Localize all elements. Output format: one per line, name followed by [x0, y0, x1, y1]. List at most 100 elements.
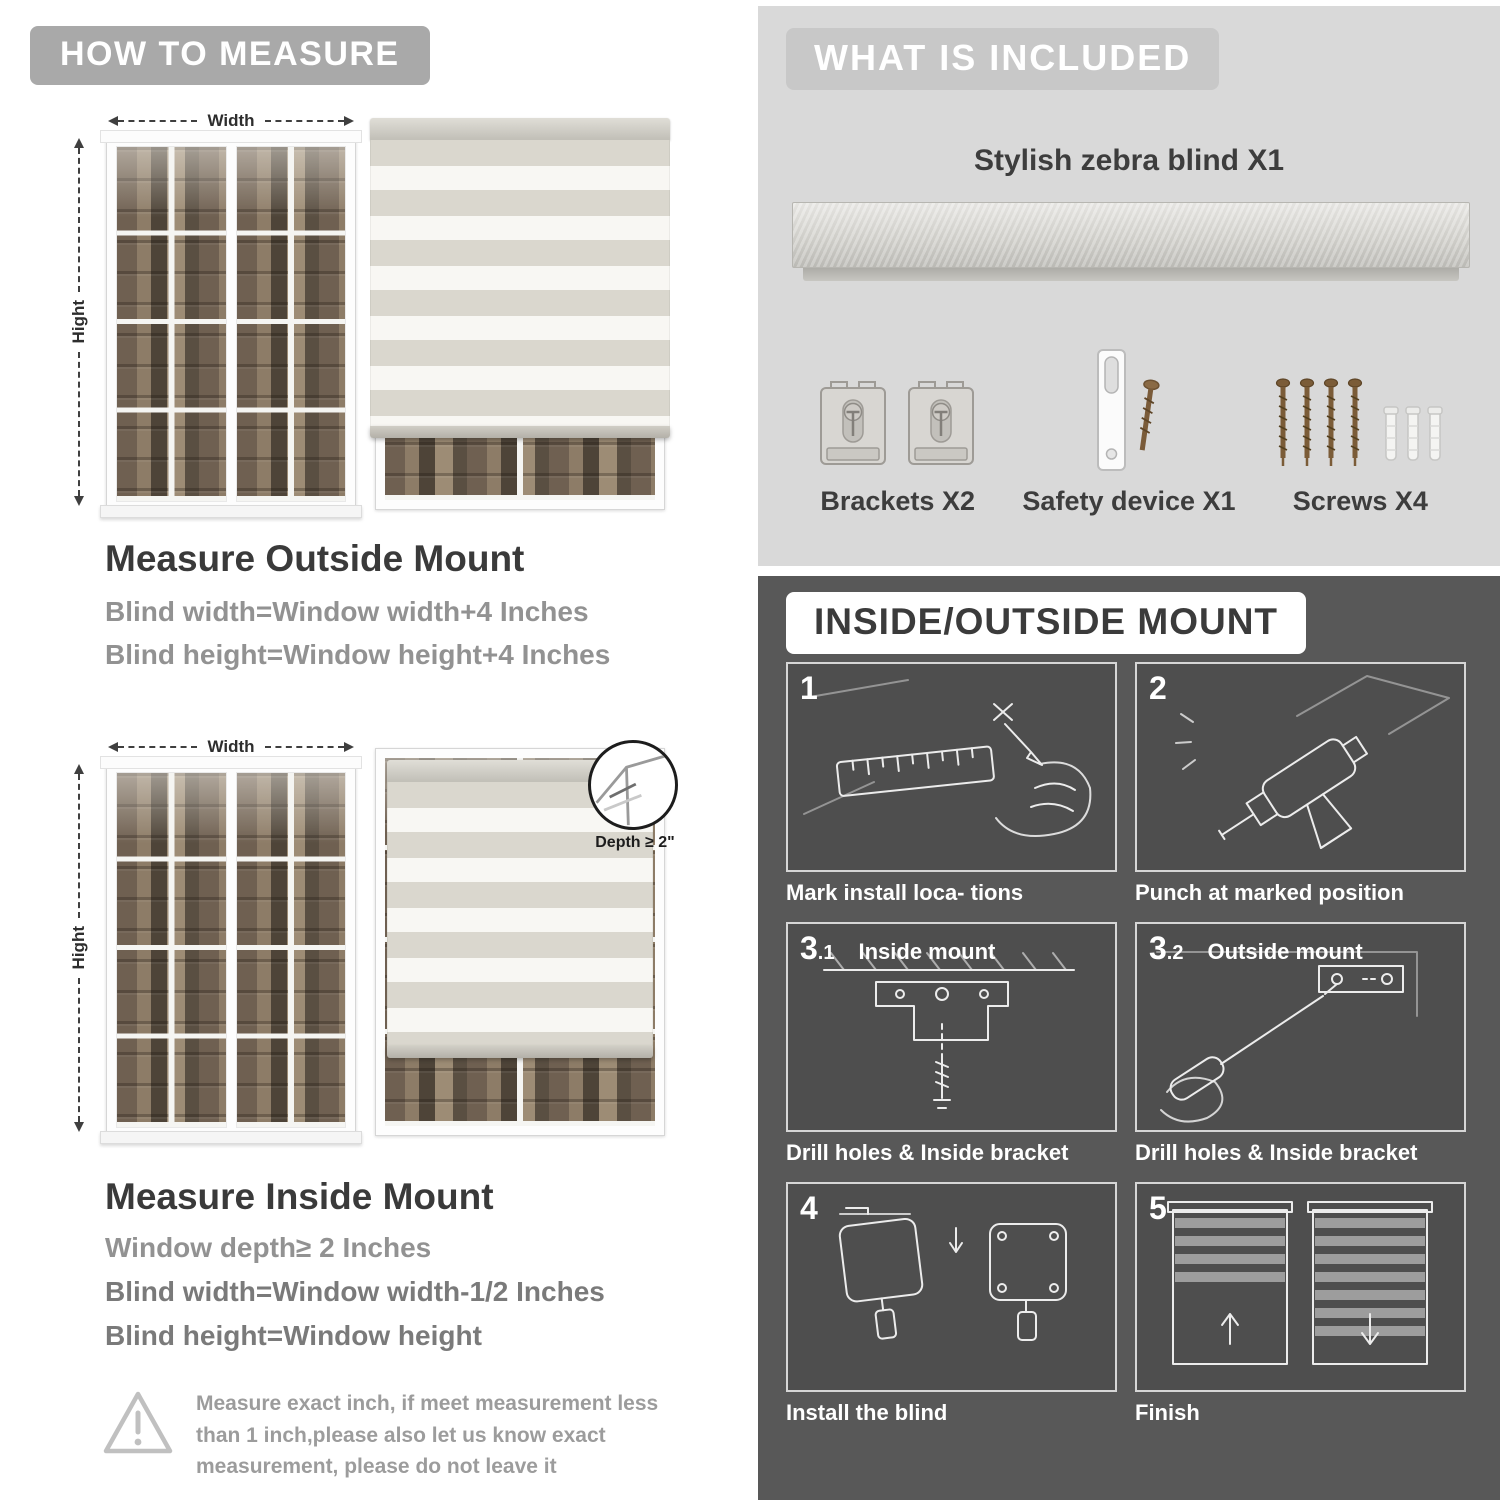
height-arrow: Hight: [69, 764, 88, 1132]
note-text: Measure exact inch, if meet measurement …: [196, 1392, 659, 1478]
arrow-right-icon: [344, 116, 354, 126]
dashed-line: [78, 148, 80, 293]
window-muntins: [117, 773, 226, 1127]
warning-icon: [103, 1391, 173, 1454]
inside-formula-width: Blind width=Window width-1/2 Inches: [105, 1276, 605, 1307]
dashed-line: [78, 977, 80, 1122]
step-3-1-caption: Drill holes & Inside bracket: [786, 1140, 1069, 1165]
inside-mount-title: Measure Inside Mount: [105, 1176, 494, 1217]
step-number: 4: [800, 1190, 818, 1226]
arrow-up-icon: [74, 138, 84, 148]
window-illustration: [100, 756, 362, 1144]
item-label: Screws X4: [1292, 486, 1428, 516]
item-label: Safety device X1: [1022, 486, 1236, 516]
arrow-up-icon: [74, 764, 84, 774]
arrow-down-icon: [74, 496, 84, 506]
safety-device-icon: [1096, 349, 1160, 471]
dashed-line: [118, 120, 198, 122]
arrow-left-icon: [108, 742, 118, 752]
what-is-included-banner: WHAT IS INCLUDED: [786, 28, 1220, 90]
included-item-safety-device: Safety device X1: [1013, 336, 1244, 517]
window-mullion: [226, 146, 236, 502]
step-2: 2: [1135, 662, 1466, 906]
width-arrow: Width: [108, 111, 354, 130]
window-illustration: [100, 130, 362, 518]
mount-instructions-panel: INSIDE/OUTSIDE MOUNT 1: [758, 576, 1500, 1500]
depth-callout-circle: [588, 740, 678, 830]
arrow-left-icon: [108, 116, 118, 126]
arrow-right-icon: [344, 742, 354, 752]
window-corner-zoom-icon: [595, 752, 672, 826]
step-subnumber: .2: [1166, 942, 1184, 964]
screws-icon: [1269, 372, 1444, 476]
step-3-1-card: 3 .1 Inside mount: [786, 922, 1117, 1132]
blind-cassette: [370, 118, 670, 140]
mount-steps-grid: 1: [786, 662, 1466, 1426]
step-3-1-illustration: [823, 952, 1075, 1109]
step-5-caption: Finish: [1135, 1400, 1200, 1425]
included-items-row: Brackets X2 Safety device X: [782, 336, 1476, 517]
blind-product-label: Stylish zebra blind X1: [973, 144, 1285, 177]
step-number: 5: [1149, 1190, 1167, 1226]
outside-mount-window-figure: Width Hight: [68, 111, 362, 518]
step-4-caption: Install the blind: [786, 1400, 948, 1425]
zebra-blind-headrail-graphic: [792, 202, 1470, 281]
item-label: Brackets X2: [820, 486, 975, 516]
step-2-illustration: [1175, 675, 1450, 850]
window-muntins: [236, 147, 345, 501]
step-3-2-illustration: [1156, 951, 1418, 1123]
step-5: 5: [1135, 1182, 1466, 1426]
width-arrow-label: Width: [207, 737, 255, 756]
step-1-card: 1: [786, 662, 1117, 872]
inside-mount-window-figure: Width Hight: [68, 737, 362, 1144]
window-muntins: [117, 147, 226, 501]
step-number: 2: [1149, 670, 1167, 706]
measurement-note: Measure exact inch, if meet measurement …: [100, 1388, 680, 1483]
how-to-measure-panel: HOW TO MEASURE Width Hight: [30, 26, 680, 1483]
blind-zebra-bands: [387, 782, 653, 1046]
arrow-down-icon: [74, 1122, 84, 1132]
blind-bottom-rail: [370, 426, 670, 438]
step-5-card: 5: [1135, 1182, 1466, 1392]
dashed-line: [78, 774, 80, 919]
how-to-measure-banner: HOW TO MEASURE: [30, 26, 430, 85]
window-sash: [116, 772, 227, 1128]
height-arrow-label: Hight: [69, 300, 88, 344]
step-title: Inside mount: [858, 939, 996, 964]
step-number: 3: [800, 930, 818, 966]
outside-formula-width: Blind width=Window width+4 Inches: [105, 596, 589, 627]
step-1: 1: [786, 662, 1117, 906]
blind-bottom-rail: [387, 1046, 653, 1058]
dashed-line: [264, 120, 344, 122]
included-item-brackets: Brackets X2: [782, 336, 1013, 517]
step-4: 4: [786, 1182, 1117, 1426]
step-3-2-card: 3 .2 Outside mount: [1135, 922, 1466, 1132]
blind-zebra-bands: [370, 140, 670, 426]
inside-formula-depth: Window depth≥ 2 Inches: [105, 1232, 432, 1263]
window-sash: [235, 146, 346, 502]
brackets-icon: [819, 380, 974, 466]
step-3-1: 3 .1 Inside mount: [786, 922, 1117, 1166]
step-5-illustration: [1167, 1201, 1433, 1365]
step-1-caption: Mark install loca- tions: [786, 880, 1024, 905]
step-number: 3: [1149, 930, 1167, 966]
step-title: Outside mount: [1207, 939, 1363, 964]
outside-mount-title: Measure Outside Mount: [105, 538, 525, 579]
window-muntins: [236, 773, 345, 1127]
blind-cassette: [387, 760, 653, 782]
outside-formula-height: Blind height=Window height+4 Inches: [105, 639, 611, 670]
inside-outside-mount-banner: INSIDE/OUTSIDE MOUNT: [786, 592, 1307, 654]
zebra-blind-illustration: [370, 118, 670, 438]
step-2-caption: Punch at marked position: [1135, 880, 1404, 905]
step-1-illustration: [803, 679, 1092, 837]
what-is-included-panel: WHAT IS INCLUDED Stylish zebra blind X1: [758, 6, 1500, 566]
step-2-card: 2: [1135, 662, 1466, 872]
dashed-line: [78, 351, 80, 496]
inside-formula-height: Blind height=Window height: [105, 1320, 482, 1351]
dashed-line: [264, 746, 344, 748]
zebra-blind-illustration: [387, 760, 653, 1058]
height-arrow: Hight: [69, 138, 88, 506]
depth-label: Depth ≥ 2": [595, 834, 675, 851]
step-3-2: 3 .2 Outside mount: [1135, 922, 1466, 1166]
step-subnumber: .1: [817, 942, 835, 964]
